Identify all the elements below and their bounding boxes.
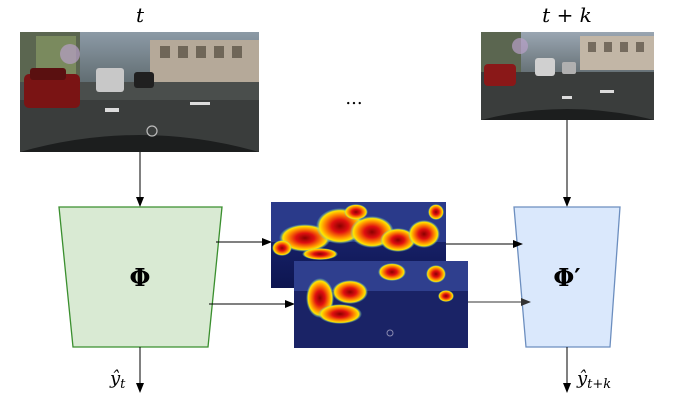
output-y-t-subscript: t [120,377,126,392]
time-label-t: t [136,3,145,27]
output-y-tk-subscript: t+k [587,377,611,392]
feature-map-2 [294,261,468,348]
encoder-label: Φ [130,263,151,292]
frame-t-image [20,32,259,152]
output-label-y-t: ŷt [109,368,126,392]
ellipsis: ... [345,88,362,109]
decoder-label: Φ′ [553,263,580,292]
encoder-block [58,206,223,348]
output-y-tk-symbol: ŷ [576,368,588,389]
output-y-t-symbol: ŷ [109,368,121,389]
time-label-t-plus-k: t + k [542,3,592,27]
output-label-y-t-plus-k: ŷt+k [576,368,611,392]
frame-t-plus-k-image [481,32,654,120]
